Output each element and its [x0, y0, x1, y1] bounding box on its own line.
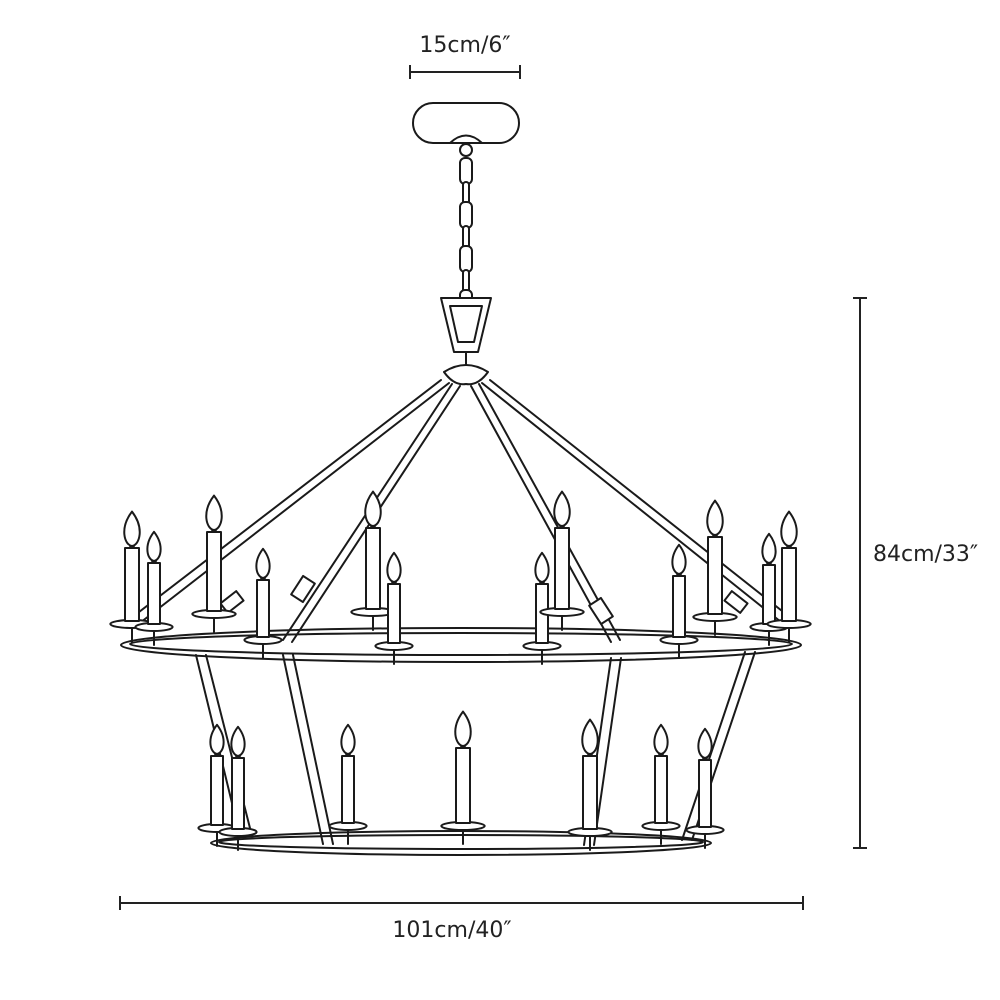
lower-ring-outer	[210, 830, 712, 856]
canopy-loop	[449, 134, 483, 144]
upper-ring-inner	[129, 632, 793, 656]
lower-tier-candles	[197, 710, 725, 851]
upper-tier-candles	[109, 490, 812, 665]
candle	[659, 543, 699, 659]
candle	[109, 510, 155, 643]
candle-sleeve	[707, 536, 723, 615]
flame-bulb	[454, 710, 472, 747]
candle-sleeve	[672, 575, 686, 638]
flame-bulb	[146, 530, 162, 562]
candle	[243, 547, 283, 659]
candle-sleeve	[387, 583, 401, 644]
height-label: 84cm/33″	[873, 542, 978, 567]
canopy	[412, 102, 520, 157]
candle-sleeve	[206, 531, 222, 612]
height-dimension: 84cm/33″	[853, 297, 978, 849]
candle-sleeve	[781, 547, 797, 622]
candle-sleeve	[210, 755, 224, 826]
candle	[197, 723, 237, 847]
candle-sleeve	[231, 757, 245, 830]
chain	[459, 157, 473, 317]
candle	[641, 723, 681, 845]
width-label: 101cm/40″	[392, 918, 511, 943]
flame-bulb	[340, 723, 356, 755]
candle-sleeve	[124, 547, 140, 622]
candle-sleeve	[256, 579, 270, 638]
flame-bulb	[205, 494, 223, 531]
arm-outer-left-b	[135, 382, 450, 627]
candle	[218, 725, 258, 851]
flame-bulb	[209, 723, 225, 755]
canopy-width-dimension: 15cm/6″	[409, 33, 521, 79]
canopy-ring	[459, 143, 473, 157]
arm-inner-right-a	[478, 383, 621, 641]
candle-sleeve	[554, 527, 570, 610]
candle	[191, 494, 237, 633]
candle-sleeve	[147, 562, 161, 625]
flame-bulb	[697, 727, 713, 759]
upper-ring-outer	[120, 627, 802, 663]
flame-bulb	[386, 551, 402, 583]
candle	[685, 727, 725, 849]
chain-link	[459, 245, 473, 273]
width-dimension: 101cm/40″	[119, 896, 804, 943]
candle	[374, 551, 414, 665]
flame-bulb	[123, 510, 141, 547]
flame-bulb	[653, 723, 669, 755]
arm-outer-left-a	[125, 379, 442, 623]
candle	[328, 723, 368, 845]
flame-bulb	[534, 551, 550, 583]
candle-sleeve	[455, 747, 471, 824]
candle-sleeve	[341, 755, 355, 824]
upper-ring	[120, 627, 802, 663]
candle	[539, 490, 585, 631]
arm-clamp-right	[588, 596, 614, 626]
arm-clamp-outer-left	[219, 590, 245, 614]
flame-bulb	[706, 499, 724, 536]
candle-sleeve	[582, 755, 598, 830]
flame-bulb	[761, 532, 777, 564]
flame-bulb	[671, 543, 687, 575]
flame-bulb	[553, 490, 571, 527]
candle	[134, 530, 174, 646]
arm-clamp-outer-right	[723, 590, 749, 614]
chain-link	[459, 157, 473, 185]
arm-outer-right-b	[481, 382, 787, 627]
strut-lower-3b	[593, 657, 622, 846]
flame-bulb	[780, 510, 798, 547]
flame-bulb	[255, 547, 271, 579]
flame-bulb	[581, 718, 599, 755]
flame-bulb	[230, 725, 246, 757]
lower-ring	[210, 830, 712, 856]
hanger-bracket	[440, 297, 492, 386]
candle	[749, 532, 789, 646]
chain-link	[459, 201, 473, 229]
hub	[443, 364, 489, 386]
lower-ring-inner	[218, 834, 704, 850]
candle	[350, 490, 396, 631]
candle-sleeve	[365, 527, 381, 610]
candle	[567, 718, 613, 851]
strut-lower-2a	[282, 654, 324, 845]
arm-inner-right-b	[470, 385, 612, 643]
candle	[692, 499, 738, 636]
arm-outer-right-a	[489, 379, 797, 623]
candle-sleeve	[762, 564, 776, 625]
candle-sleeve	[654, 755, 668, 824]
candle	[766, 510, 812, 643]
strut-lower-4a	[681, 651, 746, 841]
candle	[440, 710, 486, 845]
bracket-inner	[449, 305, 483, 343]
arm-clamp-left	[290, 574, 316, 604]
candle-sleeve	[698, 759, 712, 828]
canopy-width-label: 15cm/6″	[419, 33, 510, 58]
strut-lower-2b	[292, 654, 334, 845]
bracket-outer	[440, 297, 492, 353]
